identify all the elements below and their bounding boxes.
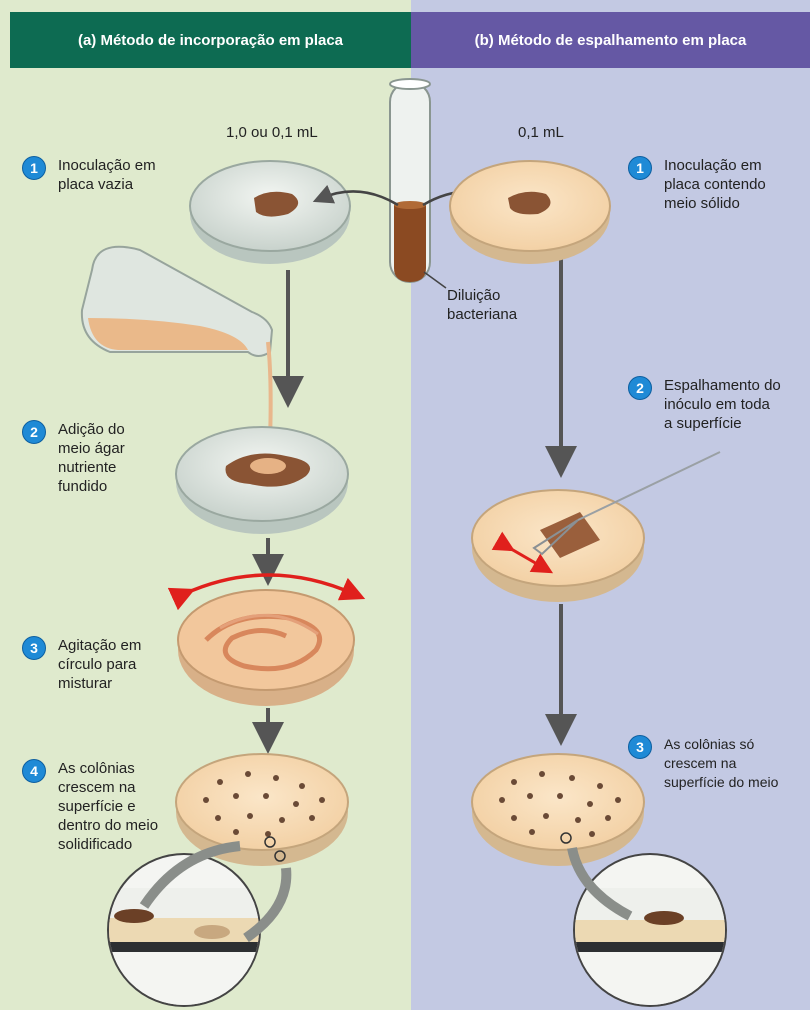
- agar-plate-with-inoculum: [450, 161, 610, 264]
- step-text-b2: Espalhamento do inóculo em toda a superf…: [664, 376, 781, 433]
- test-tube-bacterial-dilution: [390, 79, 430, 282]
- step-text-b3: As colônias só crescem na superfície do …: [664, 735, 778, 792]
- tube-label-leader: [424, 272, 446, 288]
- step-text-a3: Agitação em círculo para misturar: [58, 636, 141, 693]
- step-text-b1: Inoculação em placa contendo meio sólido: [664, 156, 766, 213]
- step-badge-a3: 3: [22, 636, 46, 660]
- plate-adding-agar: [176, 427, 348, 534]
- plate-spreading-inoculum: [472, 452, 720, 602]
- magnified-view-pour-plate: [100, 846, 286, 1010]
- step-badge-b2: 2: [628, 376, 652, 400]
- flask-pouring-agar: [82, 247, 272, 440]
- plate-swirling-mix: [178, 590, 354, 706]
- step-badge-a4: 4: [22, 759, 46, 783]
- step-text-a2: Adição do meio ágar nutriente fundido: [58, 420, 125, 496]
- step-badge-a1: 1: [22, 156, 46, 180]
- tube-label: Diluição bacteriana: [447, 286, 517, 324]
- empty-plate-with-inoculum: [190, 161, 350, 264]
- step-badge-b3: 3: [628, 735, 652, 759]
- magnified-view-spread-plate: [566, 848, 736, 1010]
- step-text-a1: Inoculação em placa vazia: [58, 156, 156, 194]
- volume-label-pour: 1,0 ou 0,1 mL: [226, 123, 318, 142]
- plate-colonies-in-agar: [176, 754, 348, 866]
- step-text-a4: As colônias crescem na superfície e dent…: [58, 759, 158, 854]
- volume-label-spread: 0,1 mL: [518, 123, 564, 142]
- plate-surface-colonies: [472, 754, 644, 866]
- step-badge-a2: 2: [22, 420, 46, 444]
- step-badge-b1: 1: [628, 156, 652, 180]
